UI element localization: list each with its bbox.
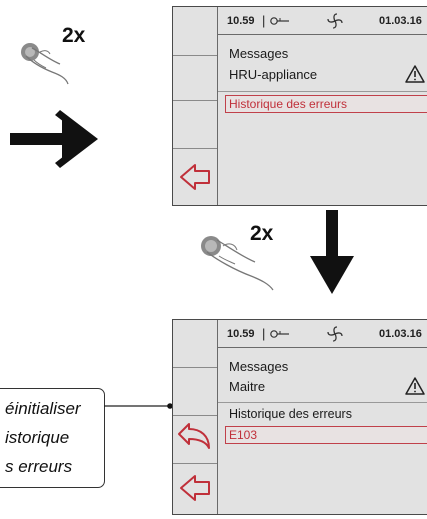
status-bar: 10.59 | 01.03.16 (218, 320, 427, 348)
status-separator: | (262, 326, 266, 341)
finger-press-icon (201, 236, 274, 291)
back-button[interactable] (173, 149, 217, 206)
sidebar (173, 320, 218, 514)
press-count-label: 2x (250, 222, 274, 245)
callout-connector (104, 403, 173, 409)
display-screen-top: 10.59 | 01.03.16 Messages HRU-appliance … (172, 6, 427, 206)
sidebar-button-2[interactable] (173, 368, 217, 416)
key-icon (270, 330, 289, 338)
sidebar-button-1[interactable] (173, 320, 217, 368)
menu-title: Messages (229, 46, 289, 61)
menu-title: Messages (229, 359, 289, 374)
reset-history-button[interactable] (173, 416, 217, 464)
device-name: HRU-appliance (229, 67, 318, 82)
sidebar (173, 7, 218, 205)
warning-icon (405, 65, 425, 83)
device-name: Maitre (229, 379, 266, 394)
status-time: 10.59 (227, 15, 255, 27)
back-arrow-icon (180, 475, 210, 501)
sidebar-button-1[interactable] (173, 7, 217, 56)
error-code-item[interactable]: E103 (225, 426, 427, 444)
press-count-label: 2x (62, 24, 86, 47)
callout-line-2: istorique (5, 428, 70, 447)
finger-press-icon (21, 43, 69, 85)
status-time: 10.59 (227, 328, 255, 340)
back-arrow-icon (180, 164, 210, 190)
menu-content: Messages Maitre Historique des erreurs E… (218, 348, 427, 514)
display-screen-bottom: 10.59 | 01.03.16 Messages Maitre Histori… (172, 319, 427, 515)
menu-content: Messages HRU-appliance Historique des er… (218, 35, 427, 205)
callout-line-1: éinitialiser (5, 399, 81, 418)
key-icon (270, 17, 289, 25)
status-date: 01.03.16 (379, 15, 422, 27)
warning-icon (405, 377, 425, 395)
menu-divider (218, 91, 427, 92)
arrow-down-icon (310, 210, 354, 294)
status-separator: | (262, 13, 266, 28)
back-button[interactable] (173, 464, 217, 515)
callout-line-3: s erreurs (5, 457, 73, 476)
fan-icon (327, 326, 343, 342)
status-date: 01.03.16 (379, 328, 422, 340)
sidebar-button-2[interactable] (173, 56, 217, 101)
fan-icon (327, 13, 343, 29)
arrow-right-icon (10, 110, 98, 168)
return-arrow-icon (178, 423, 210, 449)
callout-box: éinitialiser istorique s erreurs (0, 388, 105, 488)
section-title: Historique des erreurs (229, 407, 352, 421)
sidebar-button-3[interactable] (173, 101, 217, 149)
menu-item-error-history[interactable]: Historique des erreurs (225, 95, 427, 113)
menu-divider (218, 402, 427, 403)
status-bar: 10.59 | 01.03.16 (218, 7, 427, 35)
